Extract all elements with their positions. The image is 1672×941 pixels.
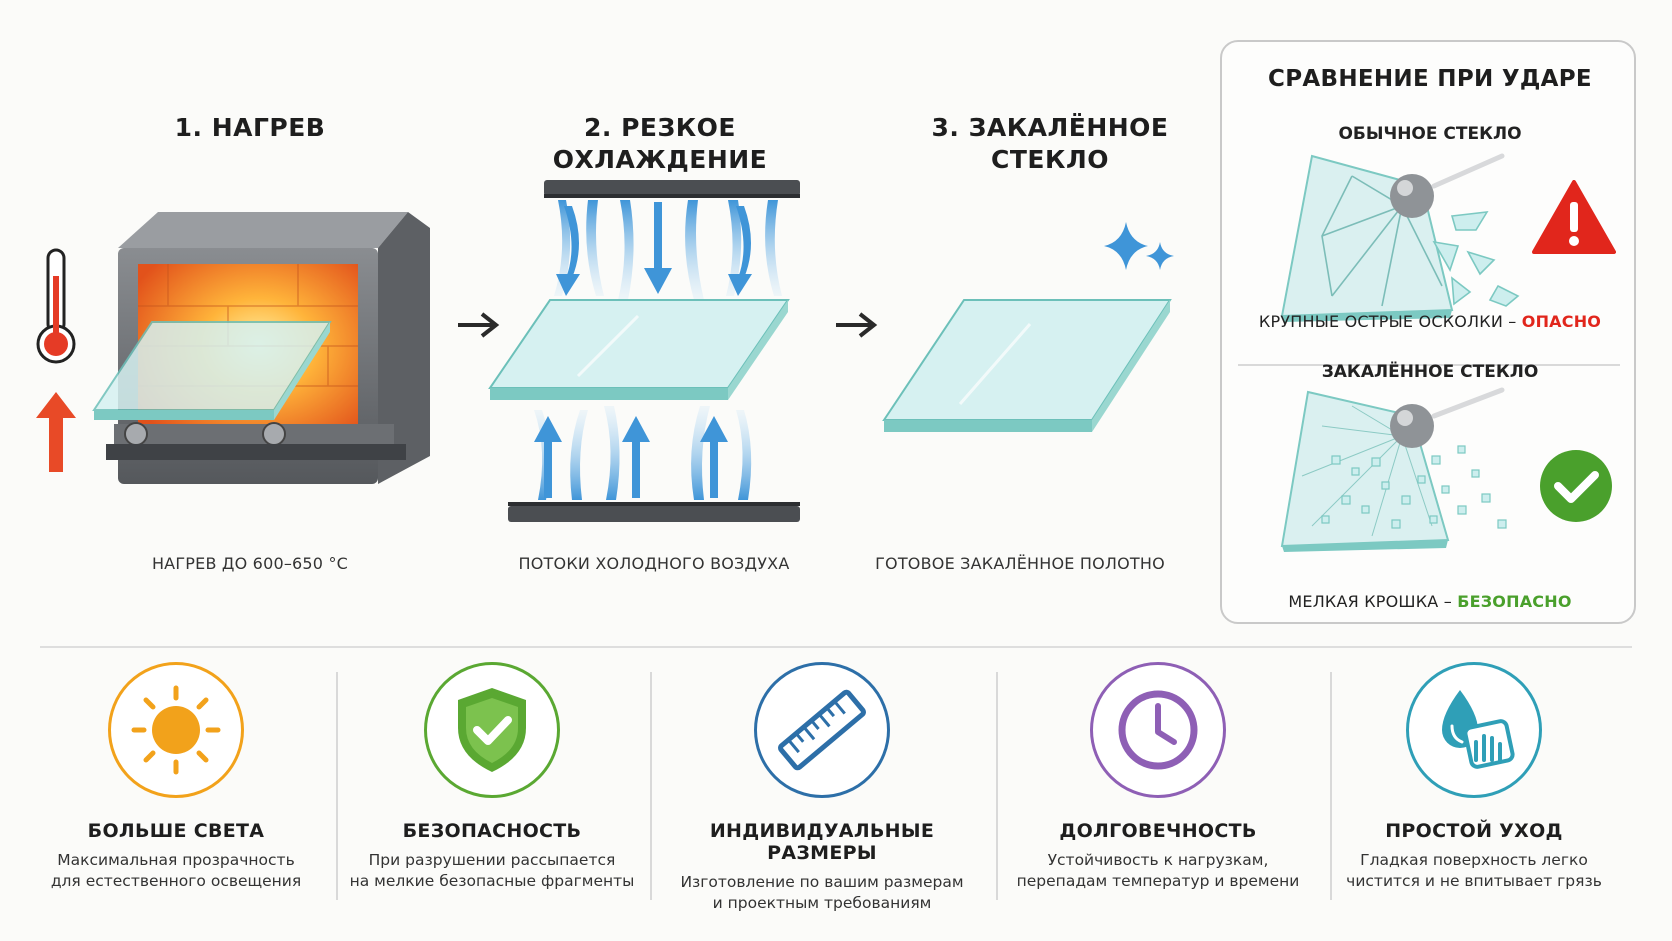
regular-glass-label: ОБЫЧНОЕ СТЕКЛО <box>1338 124 1522 144</box>
tempered-glass-caption: МЕЛКАЯ КРОШКА – БЕЗОПАСНО <box>1222 592 1638 611</box>
feature-divider <box>996 672 998 900</box>
regular-glass-caption: КРУПНЫЕ ОСТРЫЕ ОСКОЛКИ – ОПАСНО <box>1222 312 1638 331</box>
furnace-illustration <box>92 212 430 484</box>
feature-easy-care: ПРОСТОЙ УХОД Гладкая поверхность легко ч… <box>1314 662 1634 892</box>
feature-title: ПРОСТОЙ УХОД <box>1385 820 1563 842</box>
ruler-icon <box>778 689 866 771</box>
feature-icon-circle <box>424 662 560 798</box>
shield-check-icon <box>458 688 526 772</box>
tempered-glass-crumble-illustration <box>1280 387 1507 552</box>
thermometer-icon <box>36 248 76 364</box>
tempered-glass-illustration <box>882 299 1172 432</box>
sparkle-icon <box>1104 222 1174 270</box>
step-2-caption: ПОТОКИ ХОЛОДНОГО ВОЗДУХА <box>518 554 790 573</box>
step-1-caption: НАГРЕВ ДО 600–650 °С <box>151 554 349 573</box>
feature-description: Устойчивость к нагрузкам, перепадам темп… <box>1016 851 1300 890</box>
feature-title: БОЛЬШЕ СВЕТА <box>87 820 265 842</box>
water-drop-cleaning-icon <box>1442 690 1515 769</box>
cooling-illustration <box>488 180 800 522</box>
tempered-glass-caption-text: МЕЛКАЯ КРОШКА – <box>1288 592 1458 611</box>
sun-icon <box>131 685 221 775</box>
comparison-title: СРАВНЕНИЕ ПРИ УДАРЕ <box>1268 66 1592 92</box>
feature-safety: БЕЗОПАСНОСТЬ При разрушении рассыпается … <box>332 662 652 892</box>
danger-warning-icon <box>1532 180 1616 254</box>
regular-glass-shatter-illustration <box>1280 153 1520 322</box>
feature-custom-sizes: ИНДИВИДУАЛЬНЫЕ РАЗМЕРЫ Изготовление по в… <box>662 662 982 914</box>
tempered-glass-label: ЗАКАЛЁННОЕ СТЕКЛО <box>1321 362 1539 382</box>
feature-title: ДОЛГОВЕЧНОСТЬ <box>1059 820 1257 842</box>
step-3-title-line1: 3. ЗАКАЛЁННОЕ <box>931 113 1169 142</box>
step-3-caption: ГОТОВОЕ ЗАКАЛЁННОЕ ПОЛОТНО <box>875 554 1165 573</box>
feature-description: Максимальная прозрачность для естественн… <box>50 851 302 890</box>
feature-description: При разрушении рассыпается на мелкие без… <box>349 851 635 890</box>
step-2-title: 2. РЕЗКОЕ ОХЛАЖДЕНИЕ <box>552 113 768 174</box>
feature-icon-circle <box>108 662 244 798</box>
panel-divider <box>1238 364 1620 366</box>
arrow-right-icon <box>458 312 500 338</box>
impact-comparison-panel: СРАВНЕНИЕ ПРИ УДАРЕ ОБЫЧНОЕ СТЕКЛО КРУПН… <box>1220 40 1636 624</box>
feature-divider <box>336 672 338 900</box>
feature-title: ИНДИВИДУАЛЬНЫЕ РАЗМЕРЫ <box>709 820 935 864</box>
clock-icon <box>1118 690 1198 770</box>
temperature-up-arrow-icon <box>36 392 76 472</box>
feature-durability: ДОЛГОВЕЧНОСТЬ Устойчивость к нагрузкам, … <box>998 662 1318 892</box>
safe-check-icon <box>1540 450 1612 522</box>
step-1-title: 1. НАГРЕВ <box>174 113 326 142</box>
feature-icon-circle <box>1406 662 1542 798</box>
step-3-title-line2: СТЕКЛО <box>991 145 1109 174</box>
feature-description: Гладкая поверхность легко чистится и не … <box>1346 851 1602 890</box>
safe-status: БЕЗОПАСНО <box>1457 592 1572 611</box>
feature-more-light: БОЛЬШЕ СВЕТА Максимальная прозрачность д… <box>16 662 336 892</box>
feature-description: Изготовление по вашим размерам и проектн… <box>680 873 964 912</box>
feature-icon-circle <box>754 662 890 798</box>
feature-divider <box>650 672 652 900</box>
arrow-right-icon <box>836 312 878 338</box>
feature-divider <box>1330 672 1332 900</box>
feature-title: БЕЗОПАСНОСТЬ <box>402 820 582 842</box>
regular-glass-caption-text: КРУПНЫЕ ОСТРЫЕ ОСКОЛКИ – <box>1258 312 1522 331</box>
danger-status: ОПАСНО <box>1521 312 1602 331</box>
section-divider <box>40 646 1632 648</box>
feature-icon-circle <box>1090 662 1226 798</box>
step-3-title: 3. ЗАКАЛЁННОЕ СТЕКЛО <box>900 112 1200 176</box>
